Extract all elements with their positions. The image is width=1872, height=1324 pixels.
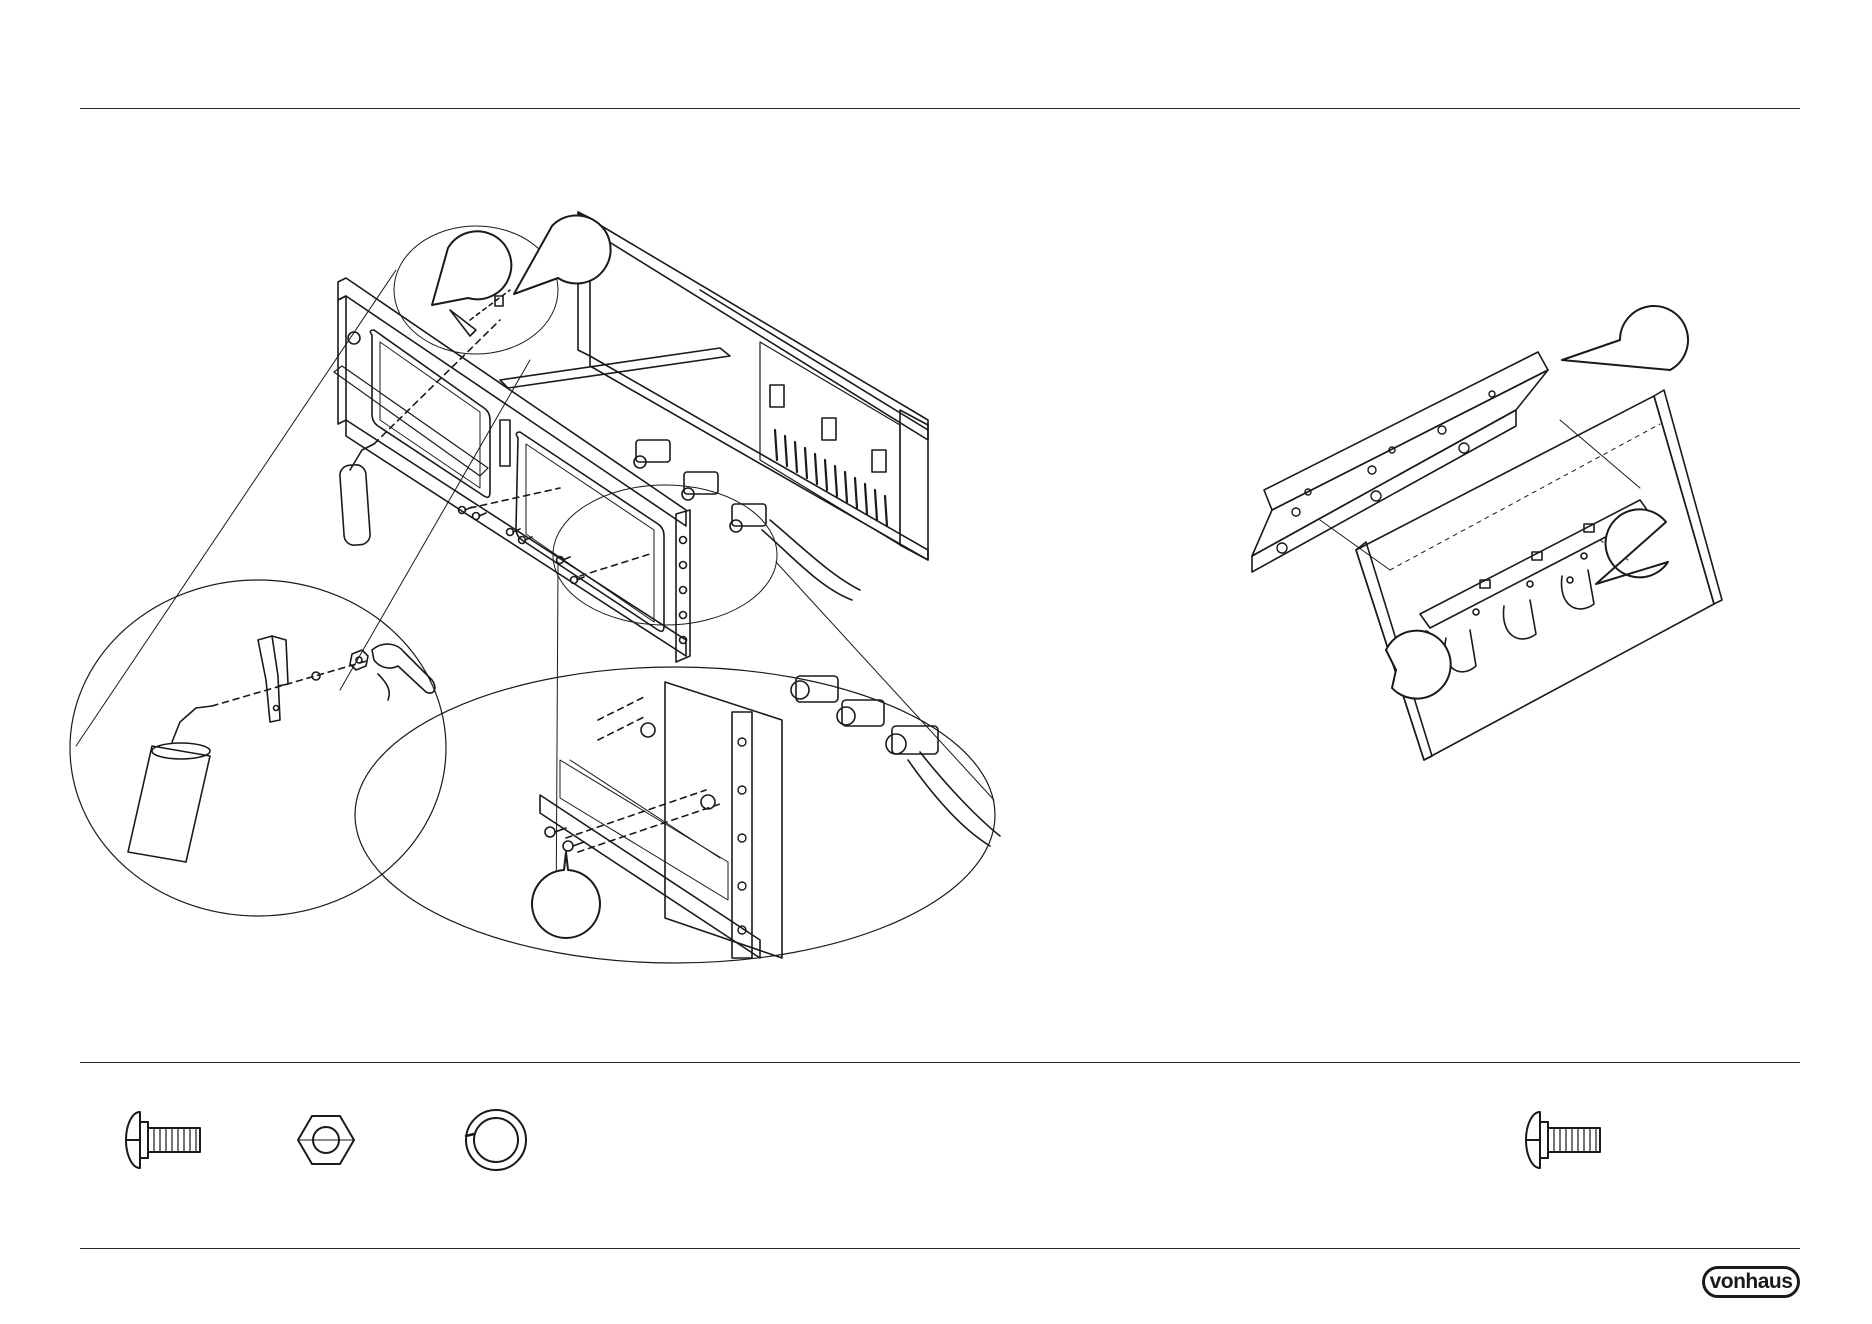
hex-nut-icon <box>298 1116 354 1164</box>
front-screws <box>459 507 585 584</box>
igniter-detail <box>70 270 530 916</box>
callout-2 <box>514 216 611 294</box>
brand-logo: vonhaus <box>1702 1266 1800 1300</box>
callout-3 <box>1562 306 1688 370</box>
heat-shield-assembly <box>1252 352 1722 760</box>
hardware-row <box>126 1110 1600 1170</box>
spring-washer-icon <box>466 1110 526 1170</box>
callout-6 <box>532 852 600 938</box>
callouts <box>432 216 1688 938</box>
bolt-icon <box>1526 1112 1600 1168</box>
front-frame-holes <box>680 537 687 644</box>
back-panel-vents <box>775 430 887 526</box>
burner-frame-assembly <box>334 212 928 662</box>
callout-5 <box>1386 631 1451 699</box>
brand-logo-text: vonhaus <box>1702 1266 1800 1298</box>
callout-4 <box>1596 509 1668 584</box>
bolt-icon <box>126 1112 200 1168</box>
callout-1 <box>432 231 511 305</box>
valve-detail <box>355 562 1000 963</box>
detail-circle-valve-small <box>553 485 777 625</box>
